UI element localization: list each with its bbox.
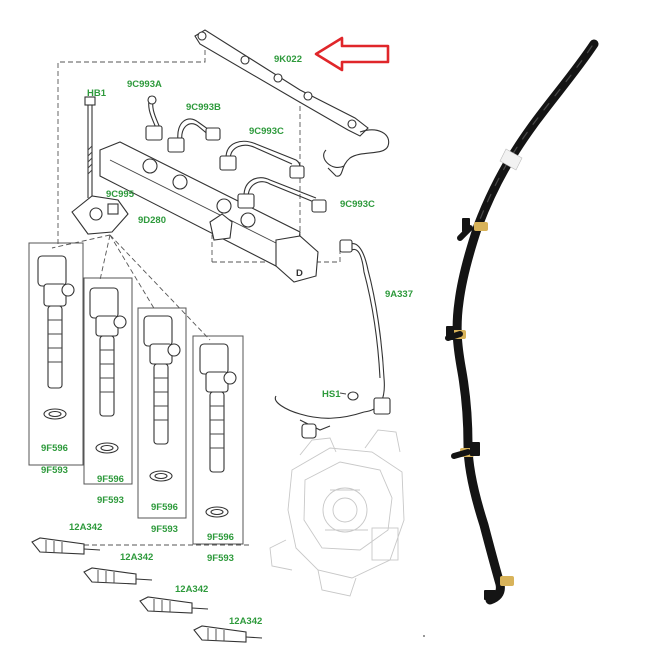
injector-group-2[interactable] <box>83 277 133 485</box>
bolt-hb1[interactable] <box>84 96 96 198</box>
label-glow1: 12A342 <box>69 522 102 533</box>
injector-group-1[interactable] <box>28 242 84 466</box>
hose-clip-hs1[interactable] <box>339 391 359 401</box>
glow-plug-3[interactable] <box>139 596 209 614</box>
pipe-9c993a[interactable] <box>145 95 163 141</box>
label-inj4-seal: 9F596 <box>207 532 234 543</box>
label-glow2: 12A342 <box>120 552 153 563</box>
label-9c993c-upper: 9C993C <box>249 126 284 137</box>
bracket-9c995[interactable] <box>71 195 129 235</box>
return-line-9a337[interactable] <box>274 239 391 439</box>
part-labels: 9K022 HB1 9C993A 9C993B 9C993C 9C995 9C9… <box>41 54 413 627</box>
left-arrow-icon <box>314 36 390 72</box>
label-glow3: 12A342 <box>175 584 208 595</box>
glow-plug-4[interactable] <box>193 625 263 643</box>
label-9k022: 9K022 <box>274 54 302 65</box>
label-hb1: HB1 <box>87 88 107 99</box>
fuel-rail-bracket-9k022[interactable] <box>194 29 390 177</box>
label-inj1-injector: 9F593 <box>41 465 68 476</box>
fuel-return-hose-photo <box>445 39 599 605</box>
label-9c993a: 9C993A <box>127 79 162 90</box>
label-inj2-seal: 9F596 <box>97 474 124 485</box>
label-hs1: HS1 <box>322 389 341 400</box>
label-inj1-seal: 9F596 <box>41 443 68 454</box>
pipe-9c993c-lower[interactable] <box>237 177 327 213</box>
label-9c993c-lower: 9C993C <box>340 199 375 210</box>
fuel-pump-sketch <box>269 429 405 597</box>
label-glow4: 12A342 <box>229 616 262 627</box>
label-9d280: 9D280 <box>138 215 166 226</box>
glow-plug-1[interactable] <box>31 537 101 555</box>
glow-plug-2[interactable] <box>83 567 153 585</box>
label-inj2-injector: 9F593 <box>97 495 124 506</box>
svg-text:D: D <box>296 268 303 279</box>
label-inj3-injector: 9F593 <box>151 524 178 535</box>
label-9c993b: 9C993B <box>186 102 221 113</box>
label-9a337: 9A337 <box>385 289 413 300</box>
pipe-9c993c-upper[interactable] <box>219 140 305 179</box>
injector-group-3[interactable] <box>137 307 187 519</box>
label-9c995: 9C995 <box>106 189 135 200</box>
fuel-rail-9d280[interactable]: D <box>99 141 319 283</box>
pipe-9c993b[interactable] <box>167 118 221 153</box>
label-inj4-injector: 9F593 <box>207 553 234 564</box>
injector-group-4[interactable] <box>192 335 244 545</box>
label-inj3-seal: 9F596 <box>151 502 178 513</box>
speck <box>423 635 425 637</box>
